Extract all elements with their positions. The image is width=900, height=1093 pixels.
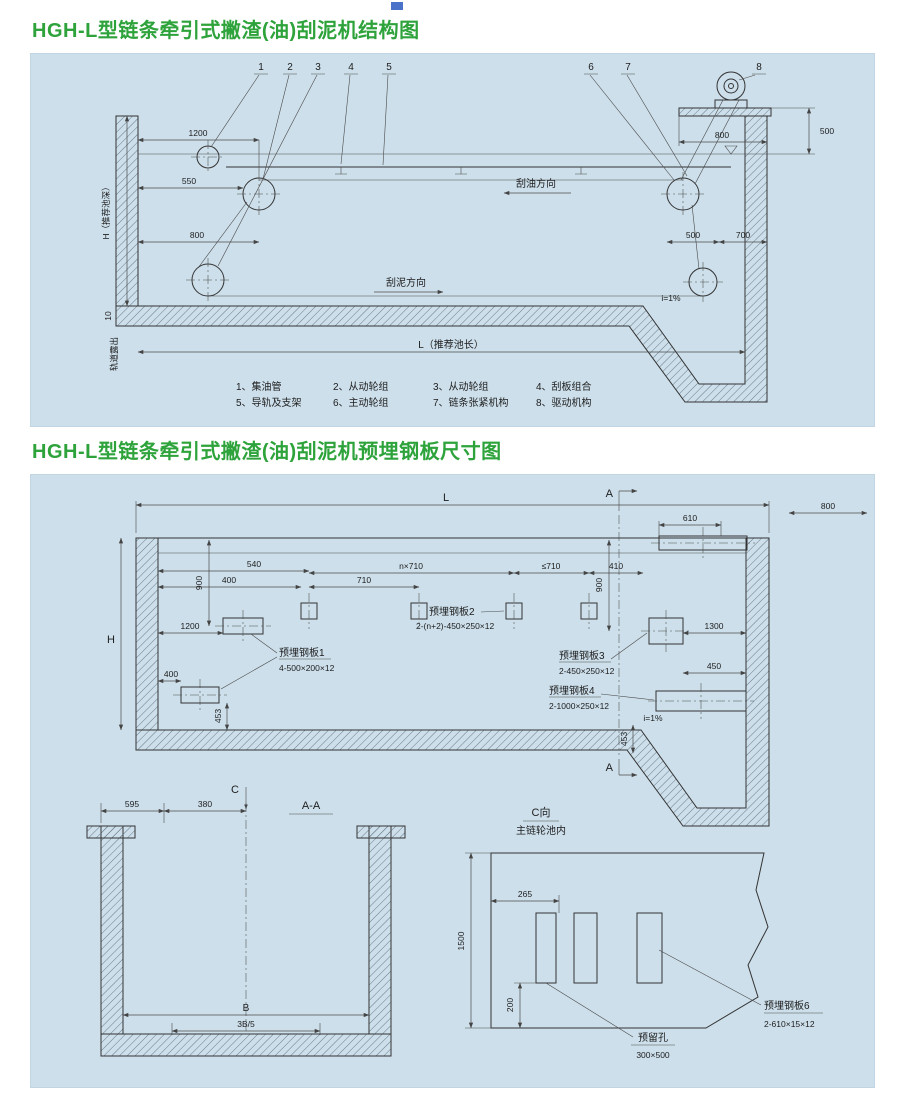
dim-453-right: 453 xyxy=(619,732,629,746)
dim-400-upper: 400 xyxy=(222,575,236,585)
structure-diagram-panel: 1200 550 800 800 500 500 700 H（推荐池深） 10 xyxy=(30,53,875,427)
part-num-4: 4 xyxy=(348,62,354,73)
dim-265: 265 xyxy=(518,889,532,899)
section-aa-view: C 595 380 A-A B 3B/5 xyxy=(86,784,406,1057)
plate2-name: 预埋钢板2 xyxy=(429,605,475,618)
dim-n710: n×710 xyxy=(399,561,423,571)
dim-550: 550 xyxy=(182,176,196,186)
part-num-1: 1 xyxy=(258,62,264,73)
plate-diagram-panel: L A A 800 610 540 400 n×710 xyxy=(30,474,875,1088)
tank-structure xyxy=(115,115,768,403)
plate4-spec: 2-1000×250×12 xyxy=(549,701,609,711)
slope-label: i=1% xyxy=(661,293,681,303)
plate3-name: 预埋钢板3 xyxy=(559,649,605,662)
drive-mechanism xyxy=(678,71,772,185)
dim-3B5: 3B/5 xyxy=(237,1019,255,1029)
plate1-spec: 4-500×200×12 xyxy=(279,663,335,673)
oil-direction-label: 刮油方向 xyxy=(516,177,556,190)
dim-1200: 1200 xyxy=(189,128,208,138)
view-c-subtitle: 主链轮池内 xyxy=(516,824,566,837)
legend-item-1: 1、集油管 xyxy=(236,380,282,393)
plate3-spec: 2-450×250×12 xyxy=(559,666,615,676)
dim-380: 380 xyxy=(198,799,212,809)
main-view-dimensions: L A A 800 610 540 400 n×710 xyxy=(107,488,868,778)
plate2-spec: 2-(n+2)-450×250×12 xyxy=(416,621,494,631)
dim-1300: 1300 xyxy=(705,621,724,631)
section-mark-a-top: A xyxy=(606,488,614,500)
dim-450: 450 xyxy=(707,661,721,671)
structure-diagram-svg: 1200 550 800 800 500 500 700 H（推荐池深） 10 xyxy=(101,62,834,409)
plate6-spec: 2-610×15×12 xyxy=(764,1019,815,1029)
section-aa-title: A-A xyxy=(302,800,321,812)
dim-540: 540 xyxy=(247,559,261,569)
legend-item-6: 6、主动轮组 xyxy=(333,396,389,409)
section2-title: HGH-L型链条牵引式撇渣(油)刮泥机预埋钢板尺寸图 xyxy=(32,441,502,463)
part-num-6: 6 xyxy=(588,62,594,73)
part-num-7: 7 xyxy=(625,62,631,73)
dim-500: 500 xyxy=(686,230,700,240)
legend: 1、集油管 2、从动轮组 3、从动轮组 4、刮板组合 5、导轨及支架 6、主动轮… xyxy=(236,380,592,409)
part-num-8: 8 xyxy=(756,62,762,73)
legend-item-5: 5、导轨及支架 xyxy=(236,396,302,409)
section-mark-a-bottom: A xyxy=(606,762,614,774)
embedded-plates xyxy=(173,527,755,719)
dim-400-lower: 400 xyxy=(164,669,178,679)
reserved-hole-spec: 300×500 xyxy=(636,1050,670,1060)
chain-lines xyxy=(197,179,703,297)
plate4-name: 预埋钢板4 xyxy=(549,684,595,697)
plate-diagram-svg: L A A 800 610 540 400 n×710 xyxy=(86,488,868,1060)
legend-item-4: 4、刮板组合 xyxy=(536,380,592,393)
pool-length-label: L（推荐池长） xyxy=(418,338,484,351)
dim-900-left: 900 xyxy=(194,576,204,590)
dim-1500: 1500 xyxy=(456,931,466,950)
track-exposed-label: 轨道露出 xyxy=(109,337,119,371)
section-mark-c: C xyxy=(231,784,239,796)
water-line xyxy=(138,145,745,155)
dim-le710: ≤710 xyxy=(542,561,561,571)
legend-item-3: 3、从动轮组 xyxy=(433,380,489,393)
slope-label-2: i=1% xyxy=(643,713,663,723)
dim-1200: 1200 xyxy=(181,621,200,631)
plate-labels: 预埋钢板1 4-500×200×12 预埋钢板2 2-(n+2)-450×250… xyxy=(220,605,655,711)
view-c: C向 主链轮池内 265 1500 200 预留孔 xyxy=(456,805,823,1060)
top-edge-artifact xyxy=(391,2,403,10)
dim-900-right: 900 xyxy=(594,578,604,592)
legend-item-2: 2、从动轮组 xyxy=(333,380,389,393)
dim-700: 700 xyxy=(736,230,750,240)
dim-710: 710 xyxy=(357,575,371,585)
section1-title: HGH-L型链条牵引式撇渣(油)刮泥机结构图 xyxy=(32,20,420,42)
dim-610: 610 xyxy=(683,513,697,523)
plate1-name: 预埋钢板1 xyxy=(279,646,325,659)
dim-B: B xyxy=(243,1003,250,1014)
part-callouts: 1 2 3 4 5 6 7 8 xyxy=(210,62,766,267)
dim-200: 200 xyxy=(505,998,515,1012)
dim-800-right: 800 xyxy=(715,130,729,140)
part-num-5: 5 xyxy=(386,62,392,73)
dim-L: L xyxy=(443,492,449,504)
dim-595: 595 xyxy=(125,799,139,809)
dim-800: 800 xyxy=(821,501,835,511)
plate6-name: 预埋钢板6 xyxy=(764,999,810,1012)
view-c-title: C向 xyxy=(532,805,551,819)
direction-labels: 刮油方向 刮泥方向 xyxy=(374,177,571,295)
dim-800-left: 800 xyxy=(190,230,204,240)
dim-453-left: 453 xyxy=(213,709,223,723)
mud-direction-label: 刮泥方向 xyxy=(386,276,426,289)
dim-10: 10 xyxy=(103,311,113,321)
dim-500-vertical: 500 xyxy=(820,126,834,136)
reserved-hole-name: 预留孔 xyxy=(638,1031,668,1044)
legend-item-7: 7、链条张紧机构 xyxy=(433,396,509,409)
dim-410: 410 xyxy=(609,561,623,571)
pool-depth-label: H（推荐池深） xyxy=(101,182,111,239)
guide-rail xyxy=(226,166,731,175)
dimensions: 1200 550 800 800 500 500 700 H（推荐池深） 10 xyxy=(101,107,834,371)
part-num-2: 2 xyxy=(287,62,293,73)
oil-pipe-wheel-set xyxy=(186,140,723,302)
legend-item-8: 8、驱动机构 xyxy=(536,396,592,409)
dim-H: H xyxy=(107,634,115,646)
part-num-3: 3 xyxy=(315,62,321,73)
